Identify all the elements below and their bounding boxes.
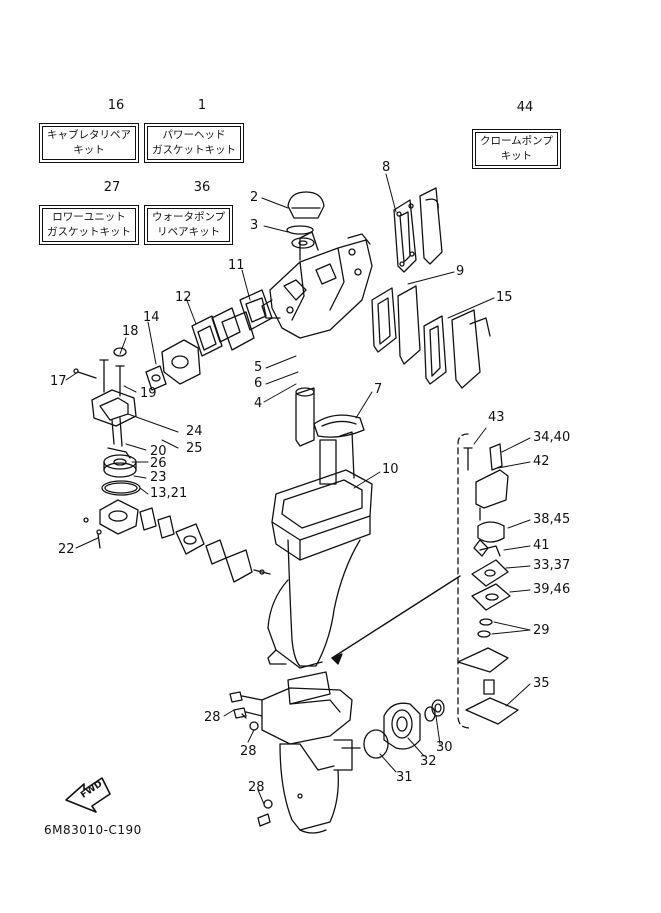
callout-23: 23 bbox=[150, 470, 167, 485]
callout-43: 43 bbox=[488, 410, 505, 425]
chrome-pump-kit-box: クロームポンプキット bbox=[472, 129, 561, 169]
callout-33-37: 33,37 bbox=[533, 558, 571, 573]
kit-number-27: 27 bbox=[103, 180, 121, 195]
callout-30: 30 bbox=[436, 740, 453, 755]
kit-label-line1: キャブレタリペア bbox=[47, 129, 131, 141]
carburetor-14 bbox=[145, 339, 201, 391]
callout-34-40: 34,40 bbox=[533, 430, 571, 445]
callout-22: 22 bbox=[58, 542, 75, 557]
callout-14: 14 bbox=[143, 310, 160, 325]
callout-2: 2 bbox=[250, 190, 259, 205]
kit-number-16: 16 bbox=[107, 98, 125, 113]
upper-casing bbox=[267, 387, 373, 669]
callout-15: 15 bbox=[496, 290, 513, 305]
drawing-code: 6M83010-C190 bbox=[44, 823, 142, 837]
callout-39-46: 39,46 bbox=[533, 582, 571, 597]
carburetor-repair-kit-box: キャブレタリペアキット bbox=[39, 123, 139, 163]
shaft-seal-parts bbox=[363, 699, 445, 759]
callout-12: 12 bbox=[175, 290, 192, 305]
callout-32: 32 bbox=[420, 754, 437, 769]
callout-28-middle: 28 bbox=[240, 744, 257, 759]
fuel-pump bbox=[73, 347, 137, 447]
callout-3: 3 bbox=[250, 218, 259, 233]
lower-gasket-chain bbox=[83, 499, 271, 583]
callout-6: 6 bbox=[254, 376, 263, 391]
callout-18: 18 bbox=[122, 324, 139, 339]
gasket-15 bbox=[423, 309, 491, 389]
callout-11: 11 bbox=[228, 258, 245, 273]
kit-label-line2: キット bbox=[500, 150, 533, 162]
callout-24: 24 bbox=[186, 424, 203, 439]
kit-label-line2: キット bbox=[73, 144, 105, 156]
callout-8: 8 bbox=[382, 160, 391, 175]
callout-28-lower: 28 bbox=[248, 780, 265, 795]
gasket-8 bbox=[393, 187, 443, 273]
intake-gasket-11 bbox=[211, 289, 273, 343]
kit-label-line2: ガスケットキット bbox=[47, 226, 131, 238]
callout-38-45: 38,45 bbox=[533, 512, 571, 527]
callout-35: 35 bbox=[533, 676, 550, 691]
kit-label-line2: ガスケットキット bbox=[152, 144, 236, 156]
cylinder-block bbox=[261, 231, 373, 339]
callout-41: 41 bbox=[533, 538, 550, 553]
callout-4: 4 bbox=[254, 396, 263, 411]
fwd-arrow bbox=[65, 777, 111, 813]
callout-42: 42 bbox=[533, 454, 550, 469]
callout-31: 31 bbox=[396, 770, 413, 785]
leader-lines bbox=[65, 173, 531, 805]
callout-9: 9 bbox=[456, 264, 465, 279]
water-pump-group bbox=[331, 433, 519, 729]
water-pump-repair-kit-box: ウォータポンプリペアキット bbox=[144, 205, 234, 245]
callout-28-upper: 28 bbox=[204, 710, 221, 725]
kit-label-line1: ロワーユニット bbox=[52, 211, 126, 223]
kit-number-1: 1 bbox=[197, 98, 207, 113]
callout-29: 29 bbox=[533, 623, 550, 638]
callout-20: 20 bbox=[150, 444, 167, 459]
callout-17: 17 bbox=[50, 374, 67, 389]
kit-number-36: 36 bbox=[193, 180, 211, 195]
kit-label-line1: パワーヘッド bbox=[162, 129, 226, 141]
callout-10: 10 bbox=[382, 462, 399, 477]
lower-unit-housing bbox=[261, 671, 361, 834]
powerhead-gasket-kit-box: パワーヘッドガスケットキット bbox=[144, 123, 244, 163]
bearing-assembly bbox=[101, 447, 141, 496]
kit-label-line1: クロームポンプ bbox=[480, 135, 553, 147]
callout-26: 26 bbox=[150, 456, 167, 471]
kit-number-44: 44 bbox=[516, 100, 534, 115]
callout-19: 19 bbox=[140, 386, 157, 401]
bolts-28 bbox=[229, 691, 273, 827]
gasket-9 bbox=[371, 285, 421, 365]
kit-label-line1: ウォータポンプ bbox=[152, 211, 226, 223]
crankcase-cap bbox=[286, 191, 325, 249]
lower-unit-gasket-kit-box: ロワーユニットガスケットキット bbox=[39, 205, 139, 245]
callout-13-21: 13,21 bbox=[150, 486, 188, 501]
reed-valve-12 bbox=[191, 311, 255, 357]
callout-7: 7 bbox=[374, 382, 383, 397]
kit-label-line2: リペアキット bbox=[157, 226, 221, 238]
callout-25: 25 bbox=[186, 441, 203, 456]
callout-5: 5 bbox=[254, 360, 263, 375]
